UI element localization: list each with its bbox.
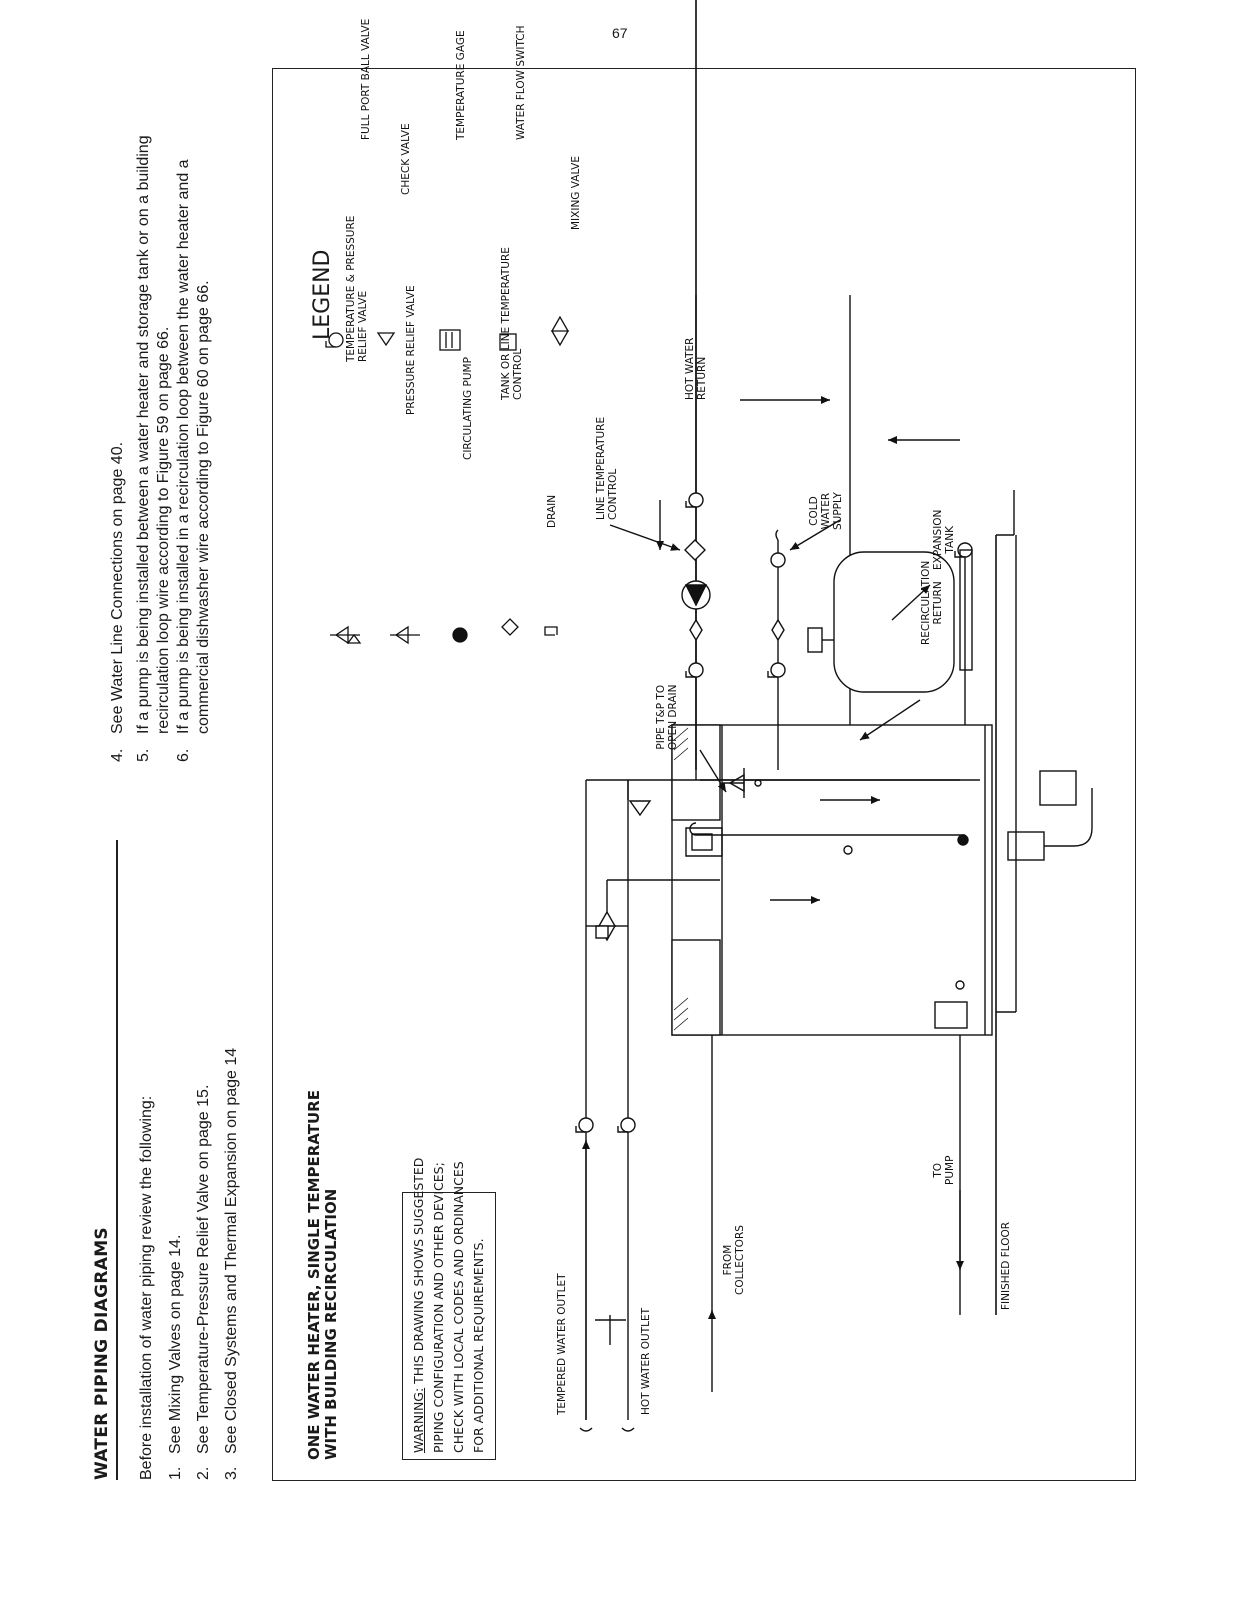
legend-label: MIXING VALVE	[570, 156, 582, 230]
legend-check-valve-icon	[376, 332, 396, 347]
piping-diagram	[325, 0, 1093, 1432]
check-valve-line-icon	[689, 618, 703, 642]
legend-symbols	[325, 315, 570, 645]
legend-circulating-pump-icon	[452, 627, 468, 643]
label-cold-water-supply: COLD WATER SUPPLY	[808, 492, 844, 530]
label-recirc-return: RECIRCULATION RETURN	[920, 560, 944, 645]
legend-label: DRAIN	[546, 494, 558, 528]
legend-label: WATER FLOW SWITCH	[515, 25, 527, 140]
legend-label: TEMPERATURE & PRESSURE RELIEF VALVE	[345, 215, 369, 362]
check-valve-icon	[628, 800, 652, 817]
control-screen	[691, 833, 713, 851]
pipe-tp-leader	[699, 749, 727, 793]
legend-label: CIRCULATING PUMP	[462, 357, 474, 460]
label-hot-outlet: HOT WATER OUTLET	[640, 1307, 652, 1415]
rotated-page-content: WATER PIPING DIAGRAMS Before installatio…	[92, 0, 1136, 1481]
control-panel	[685, 827, 723, 857]
label-line-temp-control: LINE TEMPERATURE CONTROL	[595, 416, 619, 520]
tank-label-plate	[934, 1001, 968, 1029]
legend-label: FULL PORT BALL VALVE	[360, 18, 372, 140]
legend-label: TANK OR LINE TEMPERATURE CONTROL	[500, 247, 524, 400]
line-temp-control	[684, 539, 706, 561]
legend-drain-icon	[544, 626, 558, 636]
label-from-collectors: FROM COLLECTORS	[722, 1225, 746, 1295]
fitting	[843, 845, 853, 855]
label-tempered-outlet: TEMPERED WATER OUTLET	[556, 1273, 568, 1415]
label-finished-floor: FINISHED FLOOR	[1000, 1221, 1012, 1310]
legend-label: CHECK VALVE	[400, 123, 412, 195]
fitting	[957, 834, 969, 846]
tank-upper-module	[671, 939, 721, 1036]
legend-temp-gage-icon	[439, 329, 461, 351]
label-to-pump: TO PUMP	[932, 1155, 956, 1185]
legend-label: TEMPERATURE GAGE	[455, 30, 467, 140]
relief-trap	[1007, 831, 1045, 861]
legend-label: PRESSURE RELIEF VALVE	[405, 285, 417, 415]
legend-temp-control-icon	[501, 618, 519, 636]
fitting	[955, 980, 965, 990]
label-hot-water-return: HOT WATER RETURN	[684, 337, 708, 400]
legend-mixing-valve-icon	[550, 315, 570, 347]
legend-flow-switch-icon	[499, 333, 517, 351]
tank-stand	[959, 549, 973, 671]
legend-title: LEGEND	[310, 249, 335, 340]
label-expansion-tank: EXPANSION TANK	[932, 509, 956, 570]
label-pipe-tp: PIPE T&P TO OPEN DRAIN	[655, 684, 679, 750]
